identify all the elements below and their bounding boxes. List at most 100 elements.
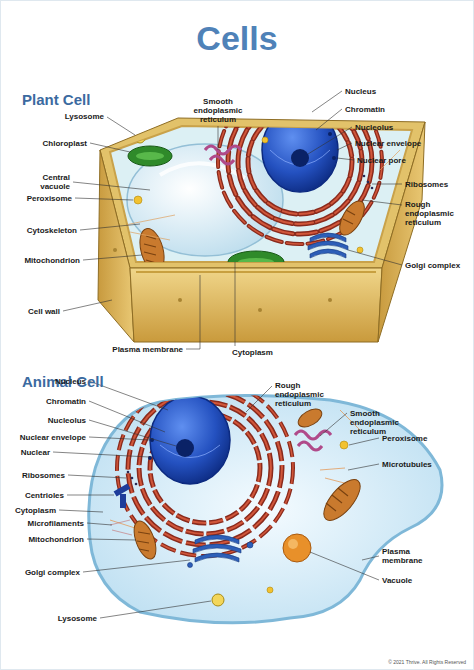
copyright-note: © 2021 Thrive. All Rights Reserved bbox=[388, 659, 466, 665]
chloroplast bbox=[128, 146, 284, 273]
peroxisome bbox=[134, 137, 363, 253]
peroxisome bbox=[134, 196, 142, 204]
leader-lines bbox=[87, 523, 112, 525]
leader-lines bbox=[348, 464, 379, 470]
leader-lines bbox=[372, 184, 402, 185]
part-label: Nuclear envelope bbox=[20, 433, 86, 442]
leader-lines bbox=[362, 200, 402, 205]
plant-cell bbox=[98, 80, 425, 342]
leader-lines bbox=[59, 510, 103, 512]
plasmodesmata bbox=[113, 248, 117, 252]
leader-lines bbox=[186, 275, 200, 349]
nucleus bbox=[150, 396, 230, 484]
rough-er bbox=[238, 100, 362, 224]
plant-organelles bbox=[125, 80, 400, 274]
leader-lines bbox=[73, 182, 150, 190]
smooth-er bbox=[210, 156, 234, 164]
vacuole bbox=[283, 534, 311, 562]
part-label: Mitochondrion bbox=[28, 535, 84, 544]
mitochondrion bbox=[136, 226, 169, 274]
part-label: Cytoskeleton bbox=[27, 226, 77, 235]
plasma-membrane bbox=[136, 271, 376, 273]
part-label: Plasma membrane bbox=[382, 547, 428, 565]
leader-lines bbox=[83, 255, 142, 260]
mitochondrion bbox=[318, 474, 367, 526]
animal-cell bbox=[89, 380, 442, 623]
peroxisome bbox=[267, 587, 273, 593]
rough-er bbox=[128, 391, 282, 545]
leader-lines bbox=[308, 127, 352, 154]
mitochondrion bbox=[137, 532, 150, 551]
smooth-er bbox=[205, 146, 241, 154]
nucleolus bbox=[291, 149, 309, 167]
part-label: Golgi complex bbox=[405, 261, 460, 270]
leader-lines bbox=[320, 413, 347, 436]
leader-lines bbox=[316, 109, 342, 130]
leader-lines bbox=[89, 401, 165, 432]
leader-lines bbox=[68, 475, 126, 478]
section-heading: Plant Cell bbox=[22, 91, 90, 109]
mitochondrion bbox=[326, 488, 348, 511]
part-label: Nuclear pore bbox=[357, 156, 406, 165]
ribosomes bbox=[367, 181, 370, 184]
ribosomes bbox=[127, 471, 130, 474]
part-label: Rough endoplasmic reticulum bbox=[405, 200, 461, 227]
leader-lines bbox=[235, 262, 236, 346]
mitochondrion bbox=[144, 236, 156, 263]
cell-wall-left bbox=[98, 150, 134, 342]
leader-lines bbox=[83, 560, 190, 572]
leader-lines bbox=[80, 224, 140, 230]
part-label: Lysosome bbox=[58, 614, 97, 623]
part-label: Ribosomes bbox=[405, 180, 448, 189]
part-label: Nuclear envelope bbox=[355, 139, 421, 148]
mitochondrion bbox=[130, 405, 367, 561]
cell-wall-right bbox=[378, 122, 425, 342]
part-label: Nucleus bbox=[55, 377, 86, 386]
lysosome bbox=[135, 133, 145, 143]
leader-lines bbox=[312, 91, 342, 112]
chloroplast bbox=[128, 146, 172, 166]
leader-lines bbox=[90, 143, 130, 152]
ribosomes bbox=[363, 175, 374, 190]
animal-organelles bbox=[110, 380, 366, 606]
leader-lines bbox=[310, 552, 379, 580]
nuclear-pores bbox=[148, 456, 152, 460]
leader-lines bbox=[107, 117, 135, 135]
nuclear-pores bbox=[328, 132, 332, 136]
leader-lines bbox=[362, 556, 379, 560]
ribosomes bbox=[371, 187, 374, 190]
part-label: Nucleolus bbox=[355, 123, 393, 132]
part-label: Peroxisome bbox=[382, 434, 427, 443]
part-label: Mitochondrion bbox=[24, 256, 80, 265]
leader-lines bbox=[53, 452, 149, 457]
golgi-complex bbox=[310, 249, 346, 258]
centrioles bbox=[120, 494, 126, 508]
leader-lines bbox=[100, 601, 211, 618]
leader-lines bbox=[67, 495, 114, 496]
mitochondrion bbox=[136, 197, 370, 274]
peroxisome bbox=[357, 247, 363, 253]
part-label: Lysosome bbox=[65, 112, 104, 121]
leader-lines bbox=[337, 158, 354, 160]
part-label: Microtubules bbox=[382, 460, 432, 469]
mitochondrion bbox=[295, 405, 325, 430]
leader-lines bbox=[87, 539, 136, 540]
smooth-er bbox=[295, 431, 331, 450]
leader-lines bbox=[349, 438, 379, 445]
leader-lines bbox=[89, 420, 176, 446]
part-label: Peroxisome bbox=[27, 194, 72, 203]
part-label: Microfilaments bbox=[28, 519, 84, 528]
golgi-complex bbox=[310, 233, 346, 242]
animal-organelles bbox=[288, 539, 298, 549]
leader-lines bbox=[89, 437, 150, 440]
leader-lines bbox=[218, 126, 219, 150]
nuclear-pores bbox=[332, 156, 336, 160]
part-label: Golgi complex bbox=[25, 568, 80, 577]
part-label: Nuclear bbox=[21, 448, 50, 457]
rough-er bbox=[128, 391, 282, 545]
page-title: Cells bbox=[0, 18, 474, 58]
smooth-er bbox=[205, 146, 241, 164]
